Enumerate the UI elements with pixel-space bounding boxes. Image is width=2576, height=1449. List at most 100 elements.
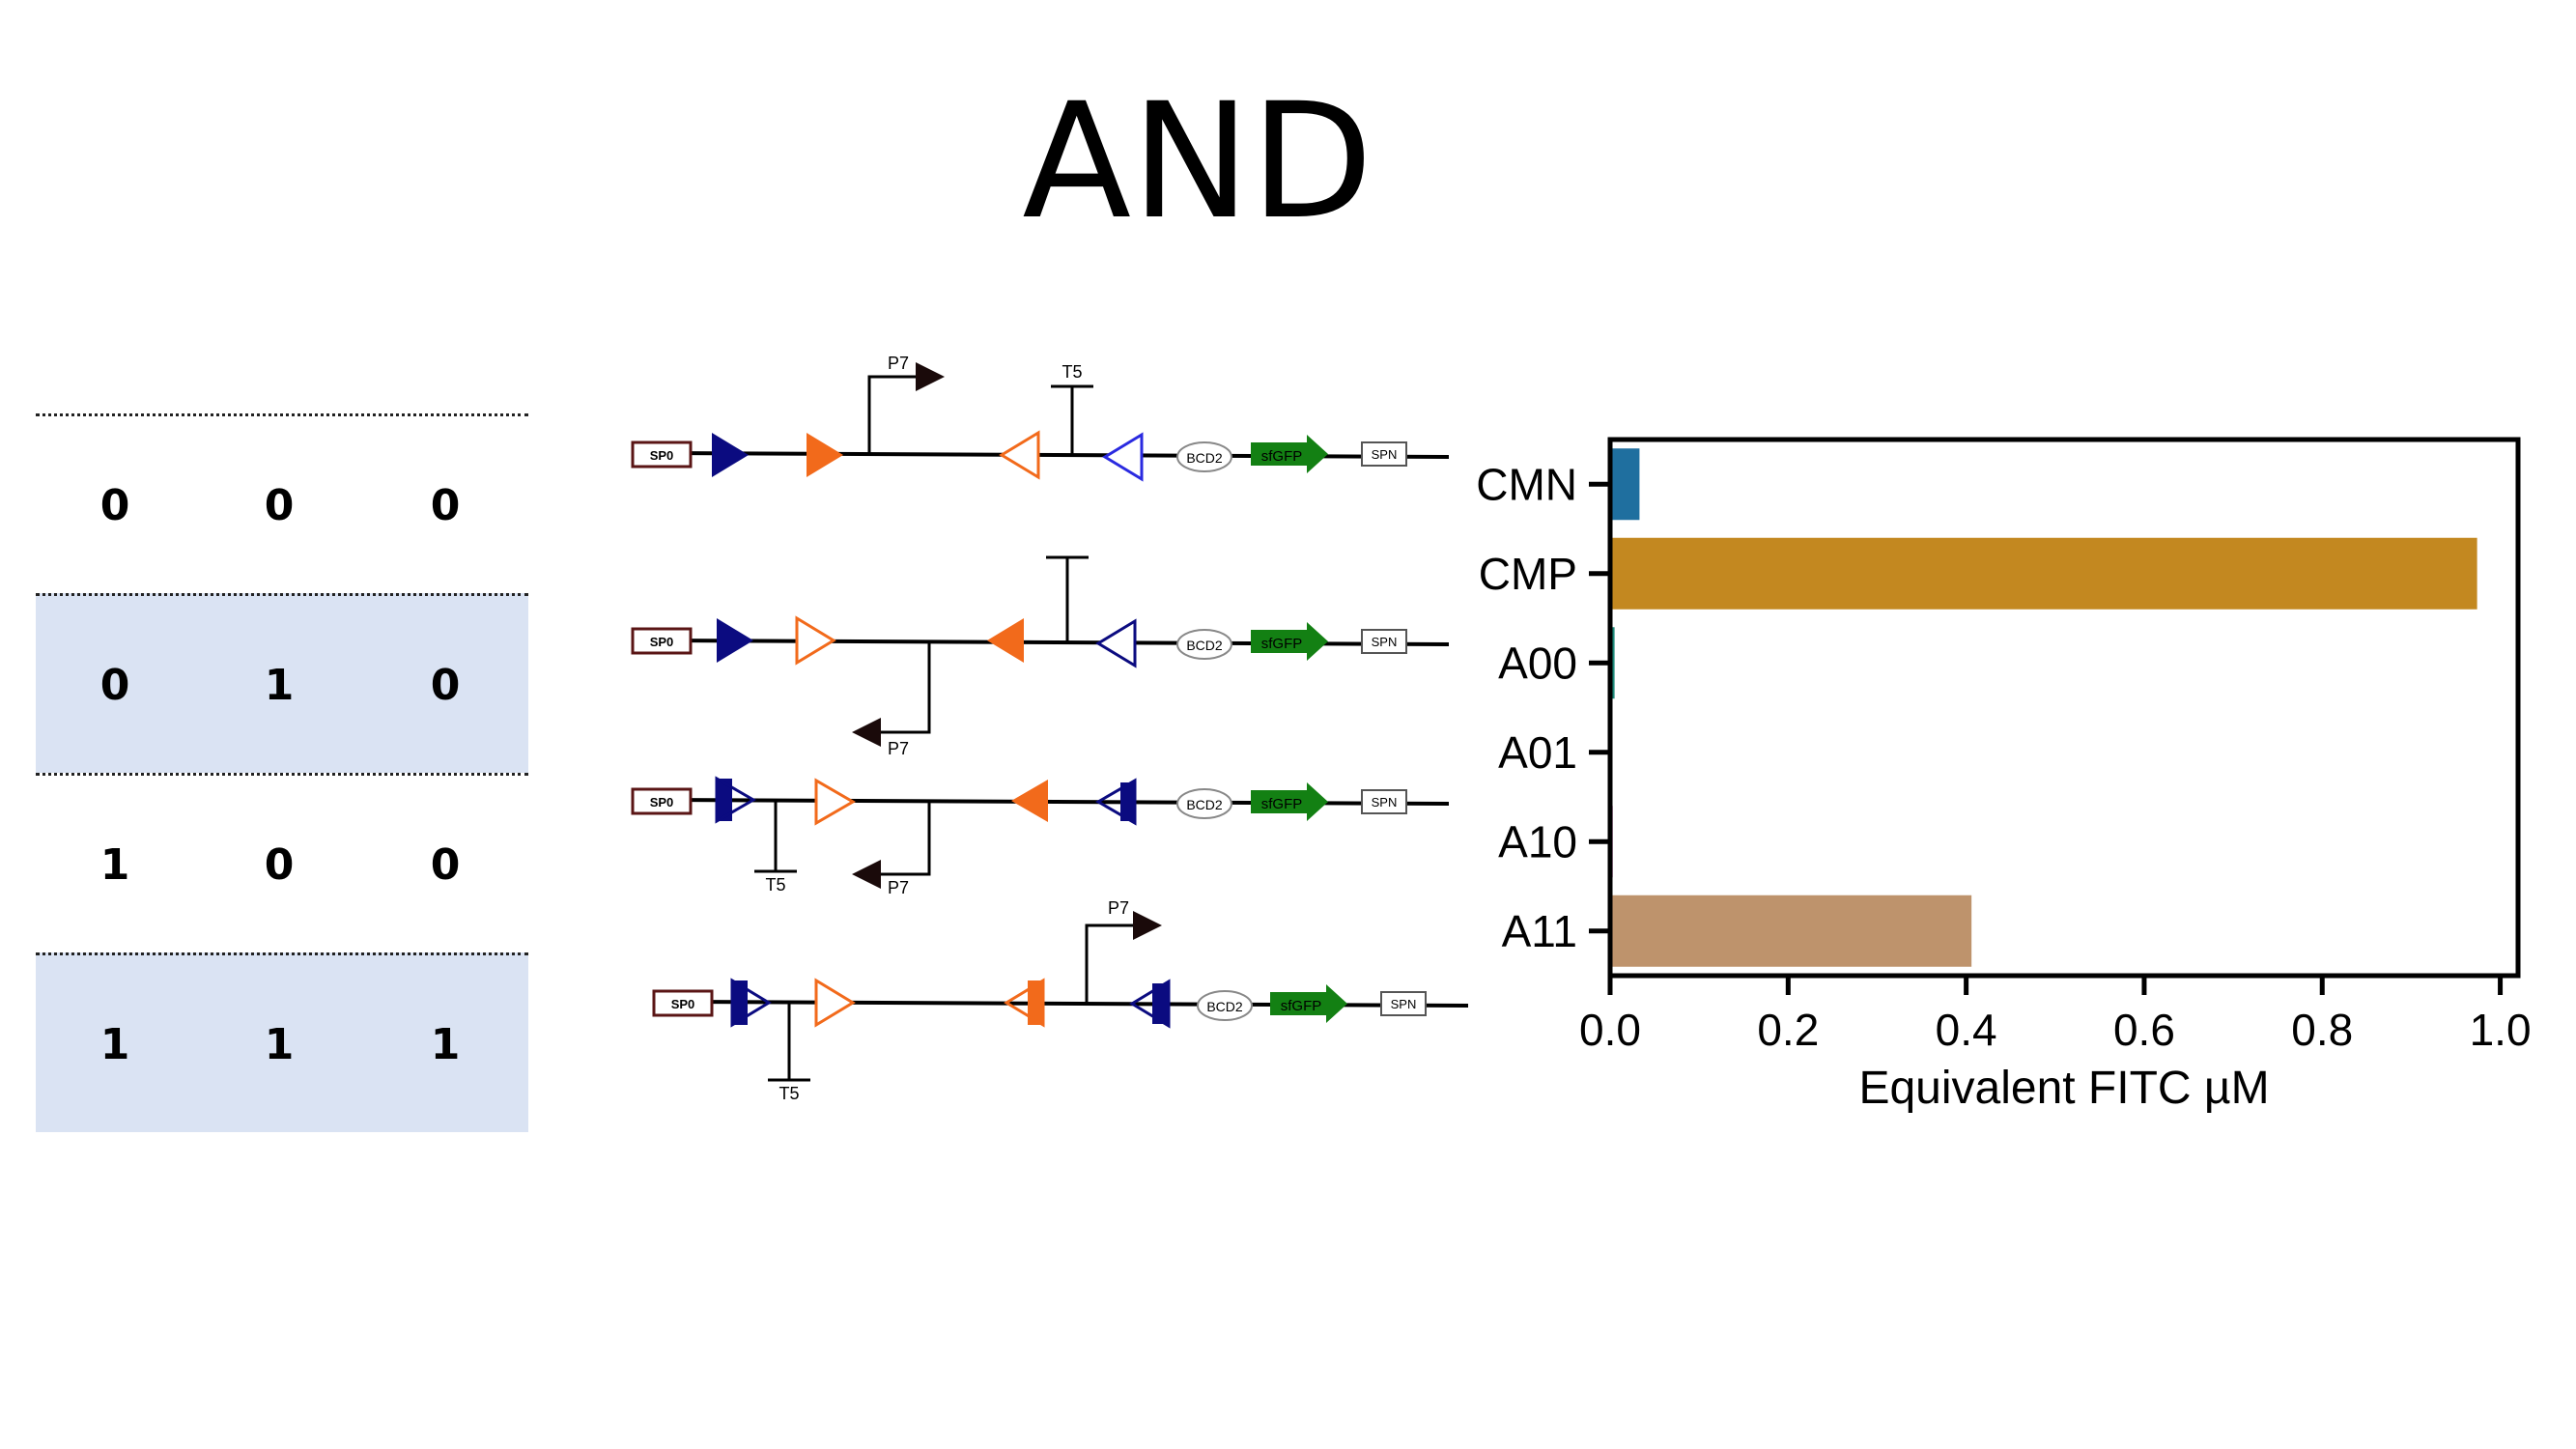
p7-label: P7: [888, 878, 909, 897]
output-cell: 0: [430, 840, 461, 890]
bcd2-rbs-icon: [1197, 990, 1253, 1021]
bcd2-rbs-icon: [1176, 629, 1232, 660]
spo-box: [631, 440, 693, 469]
spn-label: SPN: [1391, 997, 1417, 1011]
sfgfp-label: sfGFP: [1261, 796, 1303, 812]
spo-label: SP0: [650, 635, 674, 649]
page-title: AND: [1022, 69, 1373, 254]
sfgfp-gene-icon: [1251, 782, 1328, 821]
y-tick-label: A00: [1498, 638, 1577, 688]
circuit-state-01: SP0 P7 BCD2 sfGFP SPN: [631, 555, 1450, 758]
promoter-p7-icon: [1085, 911, 1162, 1004]
spn-box: [1361, 441, 1407, 467]
bcd2-label: BCD2: [1186, 638, 1223, 653]
recombinase-site-orange-half-icon: [1004, 978, 1045, 1028]
bar-cmp: [1610, 537, 2477, 610]
bcd2-label: BCD2: [1186, 797, 1223, 812]
bcd2-label: BCD2: [1206, 999, 1243, 1014]
x-tick-label: 1.0: [2470, 1005, 2532, 1055]
x-axis-label: Equivalent FITC µM: [1858, 1063, 2269, 1114]
input-a-cell: 0: [99, 661, 130, 710]
circuit-state-00: SP0 P7 T5 BCD2 sfGFP SPN: [631, 354, 1450, 482]
spn-box: [1361, 629, 1407, 654]
recombinase-site-orange-outline-icon: [795, 615, 836, 666]
p7-label: P7: [888, 354, 909, 373]
recombinase-site-orange-outline-icon: [814, 778, 856, 826]
bcd2-rbs-icon: [1176, 788, 1232, 819]
recombinase-site-orange-icon: [1011, 780, 1048, 822]
x-tick-label: 0.8: [2291, 1005, 2353, 1055]
x-tick-label: 0.2: [1757, 1005, 1819, 1055]
spo-label: SP0: [650, 448, 674, 463]
output-cell: 1: [430, 1020, 461, 1069]
y-tick-label: A10: [1498, 816, 1577, 867]
chart-frame: [1607, 437, 2521, 979]
x-tick-label: 0.4: [1936, 1005, 1997, 1055]
promoter-p7-icon: [852, 803, 931, 889]
input-b-cell: 1: [264, 661, 295, 710]
sfgfp-label: sfGFP: [1281, 998, 1322, 1014]
truth-table-row: 0 0 0: [36, 413, 528, 593]
chart-x-axis: 0.0 0.2 0.4 0.6 0.8 1.0: [1579, 976, 2532, 1055]
recombinase-site-orange-icon: [987, 618, 1024, 663]
input-a-cell: 1: [99, 840, 130, 890]
spo-label: SP0: [671, 997, 695, 1011]
promoter-p7-icon: [852, 643, 931, 747]
truth-table-row: 1 1 1: [36, 952, 528, 1132]
spo-box: [631, 787, 693, 815]
output-cell: 0: [430, 661, 461, 710]
spn-label: SPN: [1372, 447, 1398, 462]
spn-box: [1361, 789, 1407, 814]
sfgfp-gene-icon: [1251, 622, 1328, 661]
p7-label: P7: [888, 739, 909, 758]
sfgfp-label: sfGFP: [1261, 636, 1303, 652]
input-b-cell: 1: [264, 1020, 295, 1069]
promoter-p7-icon: [867, 362, 945, 454]
sfgfp-label: sfGFP: [1261, 448, 1303, 465]
x-tick-label: 0.6: [2113, 1005, 2175, 1055]
circuit-state-11: SP0 P7 T5 BCD2 sfGFP SPN: [652, 898, 1469, 1103]
t5-label: T5: [1062, 362, 1082, 382]
bar-a11: [1610, 895, 1972, 967]
truth-table-row: 1 0 0: [36, 773, 528, 952]
sfgfp-gene-icon: [1251, 435, 1328, 473]
x-tick-label: 0.0: [1579, 1005, 1641, 1055]
t5-label: T5: [778, 1084, 799, 1103]
y-tick-label: CMP: [1479, 549, 1577, 599]
recombinase-site-navy-outline-icon: [1095, 618, 1137, 668]
p7-label: P7: [1108, 898, 1129, 918]
input-a-cell: 1: [99, 1020, 130, 1069]
recombinase-site-blue-outline-icon: [1102, 432, 1144, 482]
recombinase-site-navy-half-icon: [730, 978, 772, 1028]
recombinase-site-orange-outline-icon: [999, 430, 1040, 480]
genetic-circuit-diagrams: SP0 P7 T5 BCD2 sfGFP SPN SP0 P7 BCD2 sfG…: [631, 354, 1469, 1103]
y-tick-label: A01: [1498, 727, 1577, 778]
truth-table-row: 0 1 0: [36, 593, 528, 773]
spn-box: [1380, 991, 1427, 1016]
y-tick-label: A11: [1502, 906, 1577, 956]
bcd2-label: BCD2: [1186, 450, 1223, 466]
recombinase-site-navy-half-icon: [715, 776, 756, 824]
truth-table: 0 0 0 0 1 0 1 0 0 1 1 1: [36, 413, 528, 1132]
t5-label: T5: [765, 875, 785, 895]
spo-label: SP0: [650, 795, 674, 810]
spn-label: SPN: [1372, 795, 1398, 810]
input-a-cell: 0: [99, 481, 130, 530]
input-b-cell: 0: [264, 481, 295, 530]
chart-bars: [1610, 448, 2477, 967]
spo-box: [631, 627, 693, 655]
spo-box: [652, 989, 714, 1017]
recombinase-site-orange-outline-icon: [814, 978, 856, 1028]
y-tick-label: CMN: [1476, 459, 1577, 509]
bar-cmn: [1610, 448, 1640, 521]
recombinase-site-navy-icon: [712, 433, 749, 477]
spn-label: SPN: [1372, 635, 1398, 649]
recombinase-site-navy-icon: [717, 618, 753, 663]
sfgfp-gene-icon: [1270, 984, 1347, 1023]
input-b-cell: 0: [264, 840, 295, 890]
bcd2-rbs-icon: [1176, 441, 1232, 472]
output-cell: 0: [430, 481, 461, 530]
circuit-state-10: SP0 P7 T5 BCD2 sfGFP SPN: [631, 776, 1450, 897]
